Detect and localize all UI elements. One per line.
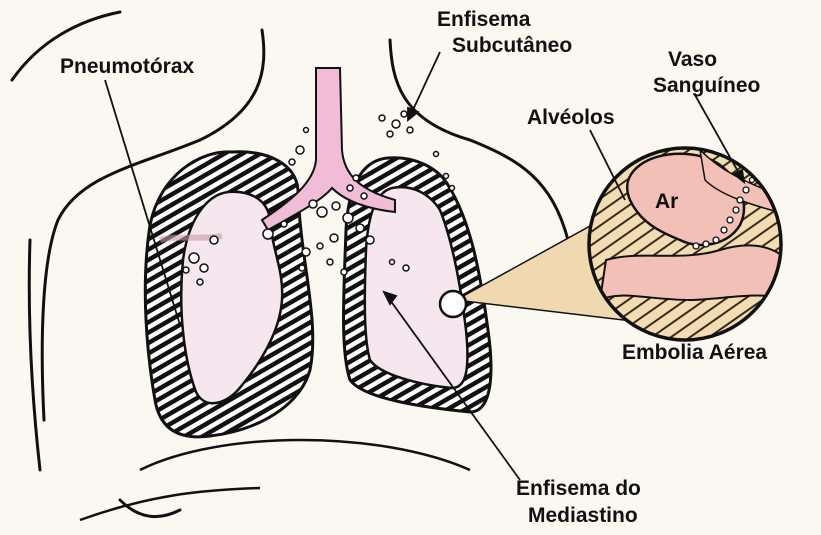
diaphragm-curves [80,440,470,520]
label-blood-vessel-line2: Sanguíneo [653,74,760,97]
label-subcutaneous-line2: Subcutâneo [452,34,572,57]
label-subcutaneous-line1: Enfisema [437,8,531,31]
label-mediastinal-line1: Enfisema do [516,477,641,500]
label-air-embolism: Embolia Aérea [622,341,767,364]
label-pneumothorax: Pneumotórax [60,55,195,78]
label-alveoli: Alvéolos [527,106,615,129]
trachea [262,68,395,230]
label-air: Ar [655,190,678,213]
label-mediastinal-line2: Mediastino [528,504,638,527]
label-blood-vessel-line1: Vaso [668,48,717,71]
